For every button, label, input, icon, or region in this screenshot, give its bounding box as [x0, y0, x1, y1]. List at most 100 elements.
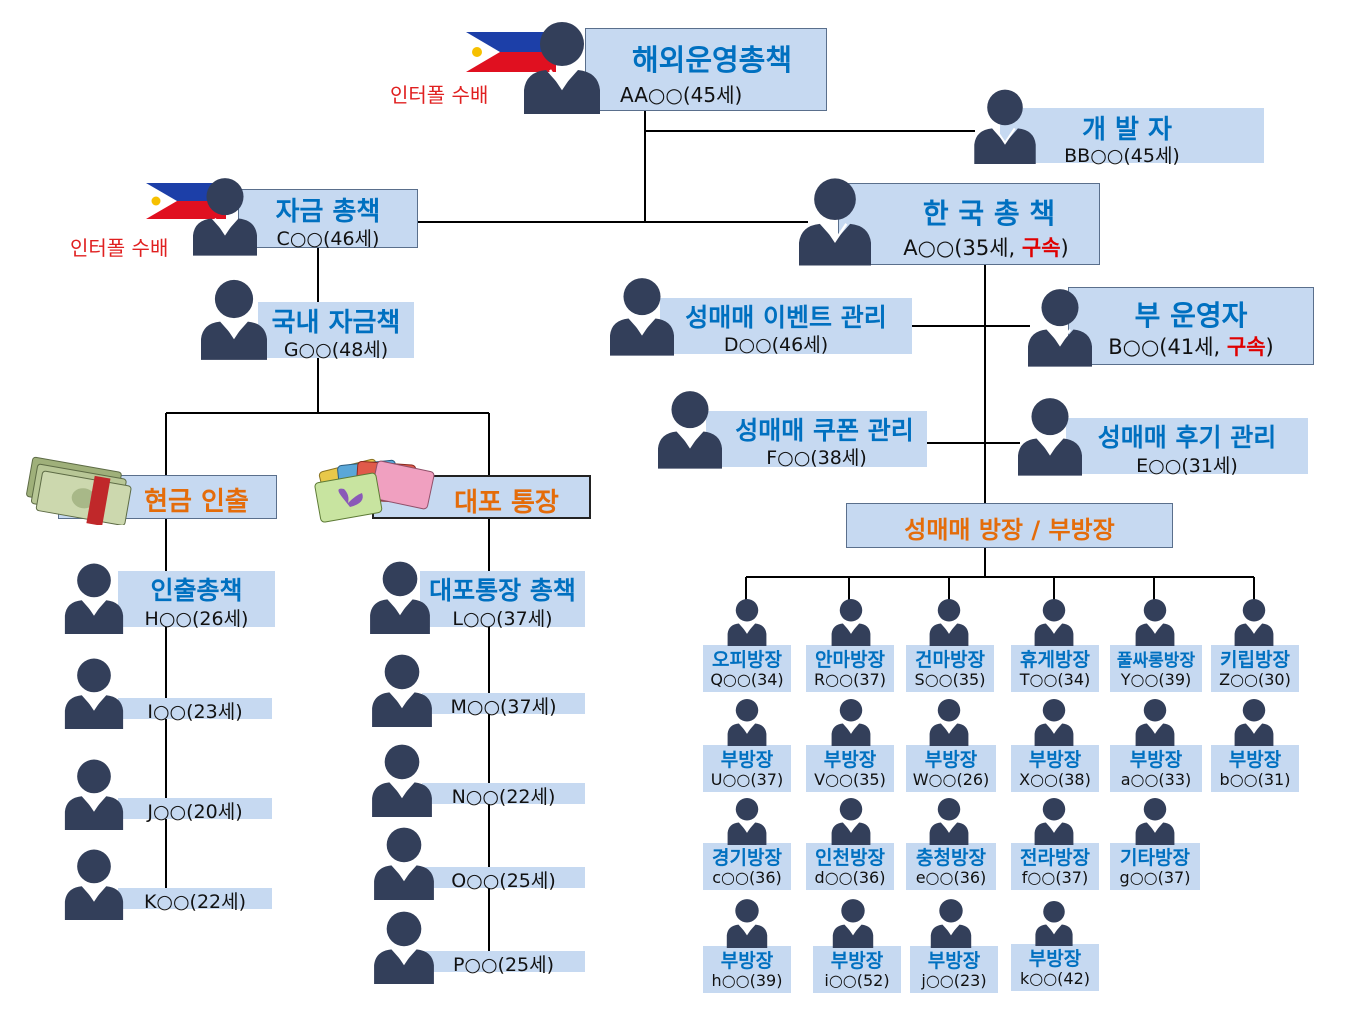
korea-head-sub: A○○(35세, 구속) [903, 236, 1069, 260]
person-icon [1135, 599, 1175, 646]
person-icon [727, 798, 767, 845]
person-sub: N○○(22세) [451, 786, 556, 808]
person-sub: H○○(26세) [144, 608, 249, 630]
person-title: 풀싸롱방장 [1116, 651, 1196, 671]
fund-head-title: 자금 총책 [275, 197, 381, 227]
person-icon [930, 899, 972, 948]
overseas-head-title: 해외운영총책 [631, 43, 793, 77]
person-icon [1234, 599, 1274, 646]
person-title: 전라방장 [1020, 847, 1090, 869]
person-title: 인천방장 [815, 847, 885, 869]
person-title: 부방장 [927, 950, 981, 972]
person-title: 부방장 [830, 950, 884, 972]
person-sub: j○○(23) [921, 971, 987, 990]
person-title: 안마방장 [815, 649, 885, 671]
person-icon [64, 563, 124, 634]
cash-member-box: I○○(23세) [118, 698, 272, 723]
person-icon [374, 911, 434, 984]
person-sub: e○○(36) [915, 868, 987, 887]
person-icon [374, 827, 434, 900]
person-sub: V○○(35) [814, 770, 886, 789]
person-sub: f○○(37) [1021, 868, 1089, 887]
person-icon [727, 699, 767, 746]
person-icon [610, 278, 674, 356]
room-header-title: 성매매 방장 / 부방장 [904, 516, 1115, 544]
coupon-manager-sub: F○○(38세) [766, 447, 867, 469]
arrested-label: 구속 [1226, 335, 1266, 359]
bank-member-box: N○○(22세) [422, 783, 585, 808]
person-icon [658, 391, 722, 469]
event-manager-title: 성매매 이벤트 관리 [685, 303, 887, 332]
person-title: 부방장 [823, 749, 877, 771]
person-icon [1034, 798, 1074, 845]
person-title: 대포통장 총책 [429, 576, 576, 605]
person-icon [1135, 798, 1175, 845]
person-sub: i○○(52) [824, 971, 890, 990]
arrested-label: 구속 [1021, 236, 1061, 260]
room-header-box: 성매매 방장 / 부방장 [846, 503, 1173, 548]
person-icon [372, 744, 432, 817]
borrowed-account-title: 대포 통장 [454, 488, 559, 518]
person-title: 충청방장 [916, 847, 986, 869]
fund-head-box: 자금 총책 C○○(46세) [238, 189, 418, 250]
bank-member-box: M○○(37세) [422, 693, 585, 718]
person-title: 키립방장 [1220, 649, 1290, 671]
person-sub: T○○(34) [1019, 670, 1091, 689]
person-sub: L○○(37세) [452, 608, 553, 630]
person-title: 오피방장 [712, 649, 782, 671]
person-icon [193, 178, 257, 256]
person-sub: c○○(36) [712, 868, 782, 887]
coupon-manager-box: 성매매 쿠폰 관리 F○○(38세) [706, 411, 927, 469]
review-manager-box: 성매매 후기 관리 E○○(31세) [1066, 418, 1308, 477]
person-icon [929, 599, 969, 646]
person-title: 기타방장 [1120, 847, 1190, 869]
vice-operator-title: 부 운영자 [1134, 299, 1248, 332]
developer-title: 개 발 자 [1082, 115, 1172, 145]
person-title: 휴게방장 [1020, 649, 1090, 671]
person-icon [929, 699, 969, 746]
domestic-fund-box: 국내 자금책 G○○(48세) [258, 302, 414, 361]
person-sub: Z○○(30) [1219, 670, 1291, 689]
person-sub: g○○(37) [1119, 868, 1191, 887]
person-sub: b○○(31) [1219, 770, 1291, 789]
korea-head-title: 한 국 총 책 [922, 197, 1056, 230]
person-icon [727, 599, 767, 646]
person-sub: h○○(39) [711, 971, 783, 990]
person-icon [1034, 599, 1074, 646]
bank-chief-box: 대포통장 총책 L○○(37세) [420, 571, 585, 630]
person-icon [370, 561, 430, 634]
person-sub: d○○(36) [814, 868, 886, 887]
person-icon [1018, 398, 1082, 476]
person-sub: S○○(35) [914, 670, 986, 689]
person-icon [1034, 699, 1074, 746]
person-icon [929, 798, 969, 845]
person-sub: Y○○(39) [1120, 670, 1192, 689]
bank-member-box: O○○(25세) [422, 867, 585, 892]
person-sub: K○○(22세) [143, 891, 247, 913]
bank-member-box: P○○(25세) [422, 951, 585, 976]
person-sub: R○○(37) [814, 670, 886, 689]
person-title: 부방장 [1129, 749, 1183, 771]
person-title: 인출총책 [150, 576, 243, 605]
person-sub: I○○(23세) [147, 701, 243, 723]
money-bundle-icon [26, 456, 132, 525]
person-title: 건마방장 [915, 649, 985, 671]
philippines-flag-icon [466, 32, 556, 72]
person-icon [831, 699, 871, 746]
event-manager-sub: D○○(46세) [723, 334, 829, 356]
overseas-head-box: 해외운영총책 AA○○(45세) [585, 28, 827, 111]
vice-operator-sub: B○○(41세, 구속) [1108, 335, 1274, 359]
event-manager-box: 성매매 이벤트 관리 D○○(46세) [660, 298, 912, 356]
person-title: 부방장 [720, 749, 774, 771]
person-icon [726, 899, 768, 948]
overseas-head-sub: AA○○(45세) [620, 83, 743, 107]
developer-sub: BB○○(45세) [1064, 145, 1180, 167]
